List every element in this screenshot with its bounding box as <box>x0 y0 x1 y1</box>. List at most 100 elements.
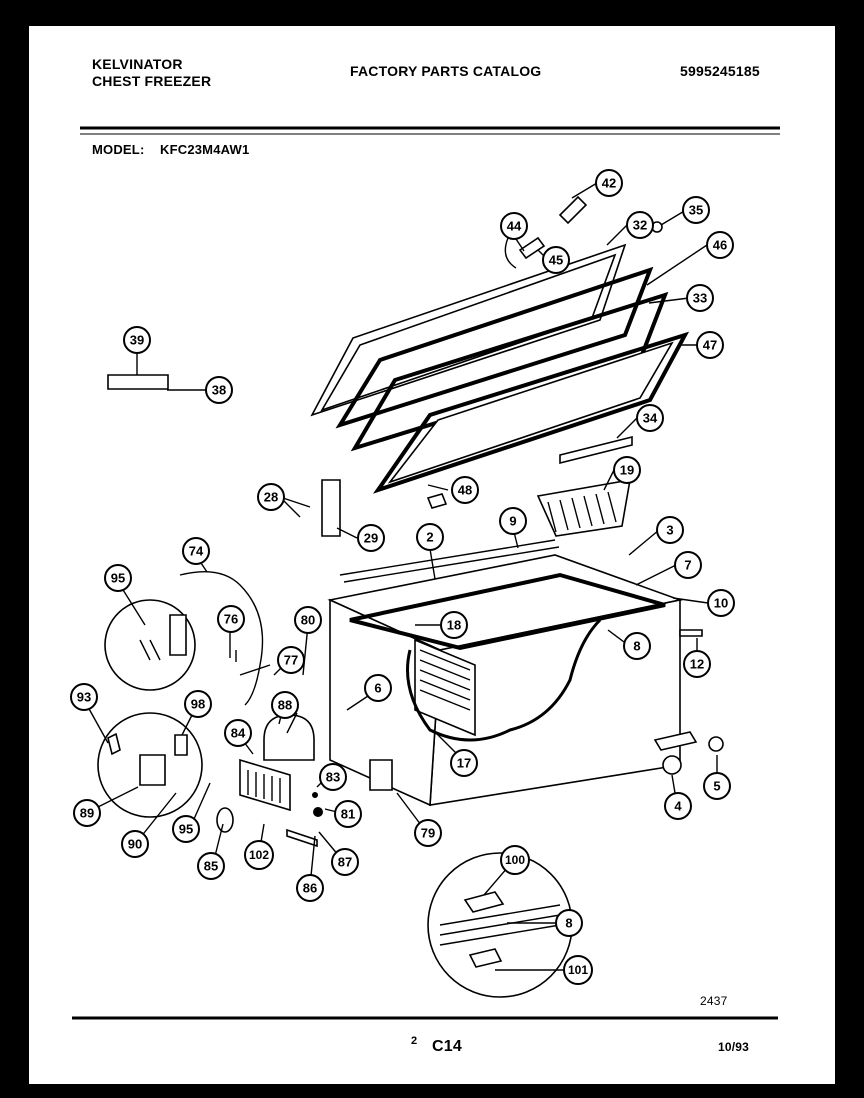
callout-5: 5 <box>703 772 731 800</box>
condenser-tube <box>406 618 602 742</box>
callout-2: 2 <box>416 523 444 551</box>
svg-text:10: 10 <box>714 596 728 611</box>
storage-basket <box>536 479 631 537</box>
callout-28: 28 <box>257 483 285 511</box>
svg-text:46: 46 <box>713 238 727 253</box>
callout-101: 101 <box>563 955 593 985</box>
svg-text:80: 80 <box>301 613 315 628</box>
svg-text:87: 87 <box>338 855 352 870</box>
svg-text:12: 12 <box>690 657 704 672</box>
electrical-components <box>97 570 393 848</box>
svg-text:18: 18 <box>447 618 461 633</box>
svg-text:102: 102 <box>249 848 269 862</box>
callout-33: 33 <box>686 284 714 312</box>
callout-100: 100 <box>500 845 530 875</box>
leader-lines <box>82 182 718 971</box>
callout-45: 45 <box>542 246 570 274</box>
leveler <box>653 731 698 751</box>
svg-text:76: 76 <box>224 612 238 627</box>
drain-cap <box>679 629 703 637</box>
svg-text:89: 89 <box>80 806 94 821</box>
callout-18: 18 <box>440 611 468 639</box>
detail-circle-door-seal <box>427 852 573 998</box>
svg-text:42: 42 <box>602 176 616 191</box>
lid-hardware <box>107 195 663 537</box>
svg-text:28: 28 <box>264 490 278 505</box>
product-name: CHEST FREEZER <box>92 73 212 89</box>
cabinet <box>327 539 724 807</box>
drain-plug <box>708 736 724 752</box>
callout-10: 10 <box>707 589 735 617</box>
trim-strip <box>559 435 633 465</box>
callout-19: 19 <box>613 456 641 484</box>
svg-text:34: 34 <box>643 411 658 426</box>
page-code: C14 <box>432 1038 462 1055</box>
callout-89: 89 <box>73 799 101 827</box>
svg-text:35: 35 <box>689 203 703 218</box>
callout-12: 12 <box>683 650 711 678</box>
callout-47: 47 <box>696 331 724 359</box>
callout-87: 87 <box>331 848 359 876</box>
model-number: KFC23M4AW1 <box>160 142 250 157</box>
svg-text:9: 9 <box>509 514 516 529</box>
callout-90: 90 <box>121 830 149 858</box>
callout-44: 44 <box>500 212 528 240</box>
callout-74: 74 <box>182 537 210 565</box>
hinge <box>321 479 341 537</box>
callout-34: 34 <box>636 404 664 432</box>
svg-text:8: 8 <box>633 639 640 654</box>
lid-gasket <box>372 331 690 494</box>
svg-text:88: 88 <box>278 698 292 713</box>
callout-48: 48 <box>451 476 479 504</box>
callout-88: 88 <box>271 691 299 719</box>
lock-cylinder <box>518 236 546 260</box>
callout-42: 42 <box>595 169 623 197</box>
bracket <box>286 828 318 848</box>
svg-text:48: 48 <box>458 483 472 498</box>
callout-38: 38 <box>205 376 233 404</box>
page-prefix: 2 <box>411 1035 418 1047</box>
power-cord <box>179 570 264 706</box>
lid-handle <box>107 374 169 390</box>
callout-4: 4 <box>664 792 692 820</box>
svg-text:85: 85 <box>204 859 218 874</box>
svg-text:38: 38 <box>212 383 226 398</box>
callout-84: 84 <box>224 719 252 747</box>
svg-text:33: 33 <box>693 291 707 306</box>
callout-8-detail: 8 <box>555 909 583 937</box>
callout-9: 9 <box>499 507 527 535</box>
svg-text:79: 79 <box>421 826 435 841</box>
callout-102: 102 <box>244 840 274 870</box>
svg-text:29: 29 <box>364 531 378 546</box>
svg-text:4: 4 <box>674 799 682 814</box>
svg-text:98: 98 <box>191 697 205 712</box>
callout-29: 29 <box>357 524 385 552</box>
callout-83: 83 <box>319 763 347 791</box>
svg-text:19: 19 <box>620 463 634 478</box>
revision-date: 10/93 <box>718 1040 750 1054</box>
callout-81: 81 <box>334 800 362 828</box>
svg-text:6: 6 <box>374 681 381 696</box>
callout-85: 85 <box>197 852 225 880</box>
compressor <box>263 714 315 761</box>
svg-text:2: 2 <box>426 530 433 545</box>
svg-text:101: 101 <box>568 963 588 977</box>
svg-text:39: 39 <box>130 333 144 348</box>
svg-text:32: 32 <box>633 218 647 233</box>
svg-text:95: 95 <box>111 571 125 586</box>
cabinet-breaker <box>349 572 666 651</box>
callout-46: 46 <box>706 231 734 259</box>
svg-text:90: 90 <box>128 837 142 852</box>
callout-35: 35 <box>682 196 710 224</box>
svg-text:17: 17 <box>457 756 471 771</box>
svg-text:45: 45 <box>549 253 563 268</box>
thermostat <box>369 759 393 791</box>
callout-93: 93 <box>70 683 98 711</box>
catalog-title: FACTORY PARTS CATALOG <box>350 63 542 79</box>
lid-assembly <box>310 243 690 494</box>
svg-text:93: 93 <box>77 690 91 705</box>
lid-liner <box>335 266 654 429</box>
leg <box>662 755 682 775</box>
callout-17: 17 <box>450 749 478 777</box>
condenser-fan-shroud <box>239 758 291 812</box>
